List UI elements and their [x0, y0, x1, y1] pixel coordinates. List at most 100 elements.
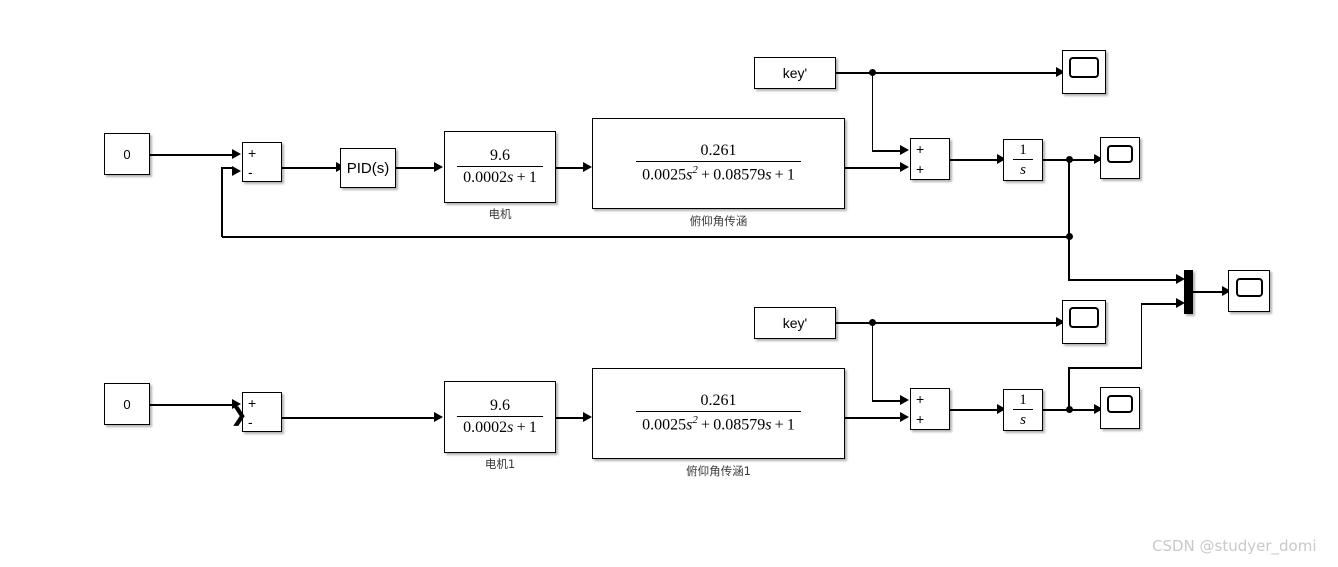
- watermark-text: CSDN @studyer_domi: [1152, 537, 1317, 555]
- wire-to-mux-in2: [1140, 303, 1181, 305]
- wire-feedback-top-horizontal: [222, 236, 1069, 238]
- scope-screen-icon: [1069, 307, 1099, 328]
- sum-block-bottom[interactable]: + -: [242, 392, 282, 432]
- wire-feedback-top-to-mux: [1068, 236, 1070, 280]
- arrow-sum-bottom-in1: [232, 398, 241, 409]
- scope-key-bottom[interactable]: [1062, 300, 1106, 344]
- pitch-transfer-function-bottom[interactable]: 0.261 0.0025s2 + 0.08579s + 1: [592, 368, 845, 459]
- wire-key-top-to-scope: [836, 72, 1062, 74]
- pitch-bottom-numerator: 0.261: [700, 392, 737, 410]
- wire-sum2-to-integrator-top: [950, 159, 1000, 161]
- wire-feedback-top-up: [221, 167, 223, 237]
- pitch-top-formula: 0.261 0.0025s2 + 0.08579s + 1: [636, 142, 801, 184]
- sum-top-sign-plus: +: [248, 144, 257, 161]
- constant-top-label: 0: [123, 146, 131, 162]
- integrator-bottom-numerator: 1: [1019, 391, 1027, 408]
- sum2-top-sign-1: +: [916, 141, 925, 157]
- sum-top-sign-minus: -: [248, 163, 253, 180]
- constant-block-bottom[interactable]: 0: [104, 383, 150, 425]
- sum-block-top[interactable]: + -: [242, 142, 282, 182]
- wire-feedback-top-down: [1068, 159, 1070, 237]
- pitch-transfer-function-top[interactable]: 0.261 0.0025s2 + 0.08579s + 1: [592, 118, 845, 209]
- sum-bottom-sign-minus: -: [248, 413, 253, 430]
- arrow-scope-key-top-in: [1056, 66, 1065, 77]
- motor-bottom-numerator: 9.6: [489, 397, 510, 415]
- integrator-bottom-denominator: s: [1013, 408, 1033, 429]
- wire-to-mux-in1: [1068, 279, 1180, 281]
- sum2-bottom-sign-2: +: [916, 411, 925, 427]
- wire-pitch-to-sum2-top: [845, 167, 902, 169]
- wire-feedback-top-into-sum: [221, 167, 234, 169]
- pitch-top-denominator: 0.0025s2 + 0.08579s + 1: [636, 161, 801, 184]
- constant-bottom-label: 0: [123, 396, 131, 412]
- motor-top-numerator: 9.6: [489, 147, 510, 165]
- motor-transfer-function-top[interactable]: 9.6 0.0002s + 1: [444, 131, 556, 203]
- wire-to-mux-in2-up: [1140, 303, 1143, 368]
- motor-transfer-function-bottom[interactable]: 9.6 0.0002s + 1: [444, 381, 556, 453]
- scope-mux-output[interactable]: [1228, 270, 1270, 312]
- wire-integrator-bottom-right: [1068, 367, 1142, 369]
- arrow-motor-top-in: [434, 161, 443, 172]
- scope-screen-icon: [1235, 277, 1263, 297]
- wire-sum-top-to-pid: [282, 167, 338, 169]
- unconnected-port-marker-bottom: ❯: [231, 405, 247, 426]
- sum-bottom-sign-plus: +: [248, 394, 257, 411]
- arrow-pitch-top-in: [583, 161, 592, 172]
- arrow-integrator-top-in: [997, 153, 1006, 164]
- sum-block-top-2[interactable]: + +: [910, 138, 950, 180]
- pid-controller-block[interactable]: PID(s): [340, 148, 396, 188]
- wire-key-top-to-sum2: [871, 150, 903, 152]
- pitch-bottom-denominator: 0.0025s2 + 0.08579s + 1: [636, 411, 801, 434]
- motor-top-denominator: 0.0002s + 1: [457, 166, 543, 187]
- scope-screen-icon: [1069, 57, 1099, 78]
- arrow-mux-in1: [1176, 273, 1185, 284]
- wire-key-bottom-to-sum2: [871, 400, 903, 402]
- integrator-top-numerator: 1: [1019, 141, 1027, 158]
- arrow-pitch-bottom-in: [583, 411, 592, 422]
- pitch-bottom-caption: 俯仰角传涵1: [686, 464, 751, 478]
- arrow-scope-key-bottom-in: [1056, 316, 1065, 327]
- key-block-top[interactable]: key': [754, 57, 836, 89]
- wire-key-bottom-branch-down: [871, 322, 874, 400]
- pitch-top-caption: 俯仰角传涵: [689, 214, 748, 228]
- arrow-sum2-bottom-in1: [900, 394, 909, 405]
- sum-block-bottom-2[interactable]: + +: [910, 388, 950, 430]
- wire-mux-to-scope: [1193, 291, 1227, 293]
- pid-label: PID(s): [346, 159, 390, 177]
- wire-const-top-to-sum: [150, 154, 234, 156]
- motor-bottom-caption: 电机1: [484, 457, 516, 471]
- constant-block-top[interactable]: 0: [104, 133, 150, 175]
- arrow-integrator-bottom-in: [997, 403, 1006, 414]
- pitch-top-numerator: 0.261: [700, 142, 737, 160]
- scope-integrator-bottom[interactable]: [1100, 387, 1140, 429]
- motor-bottom-denominator: 0.0002s + 1: [457, 416, 543, 437]
- key-block-bottom[interactable]: key': [754, 307, 836, 339]
- junction-integrator-bottom: [1065, 405, 1073, 413]
- wire-sum-bottom-to-motor: [282, 417, 438, 419]
- motor-bottom-formula: 9.6 0.0002s + 1: [457, 397, 543, 437]
- motor-top-caption: 电机: [488, 207, 512, 221]
- wire-key-bottom-to-scope: [836, 322, 1062, 324]
- integrator-bottom-formula: 1 s: [1013, 392, 1033, 429]
- scope-key-top[interactable]: [1062, 50, 1106, 94]
- arrow-mux-in2: [1176, 297, 1185, 308]
- scope-integrator-top[interactable]: [1100, 137, 1140, 179]
- arrow-sum2-top-in2: [900, 161, 909, 172]
- sum2-top-sign-2: +: [916, 161, 925, 177]
- mux-block[interactable]: [1184, 270, 1193, 314]
- wire-pitch-to-sum2-bottom: [845, 417, 902, 419]
- arrow-scope-mux-in: [1222, 285, 1231, 296]
- wire-pid-to-motor-top: [396, 167, 438, 169]
- integrator-top-formula: 1 s: [1013, 142, 1033, 179]
- scope-screen-icon: [1107, 395, 1133, 413]
- arrow-scope-integrator-bottom-in: [1094, 403, 1103, 414]
- integrator-block-top[interactable]: 1 s: [1003, 139, 1043, 181]
- wire-motor-to-pitch-top: [556, 167, 586, 169]
- sum2-bottom-sign-1: +: [916, 391, 925, 407]
- arrow-sum-top-in2: [232, 165, 241, 176]
- arrow-sum2-top-in1: [900, 144, 909, 155]
- integrator-block-bottom[interactable]: 1 s: [1003, 389, 1043, 431]
- wire-key-top-branch-down: [871, 72, 874, 150]
- motor-top-formula: 9.6 0.0002s + 1: [457, 147, 543, 187]
